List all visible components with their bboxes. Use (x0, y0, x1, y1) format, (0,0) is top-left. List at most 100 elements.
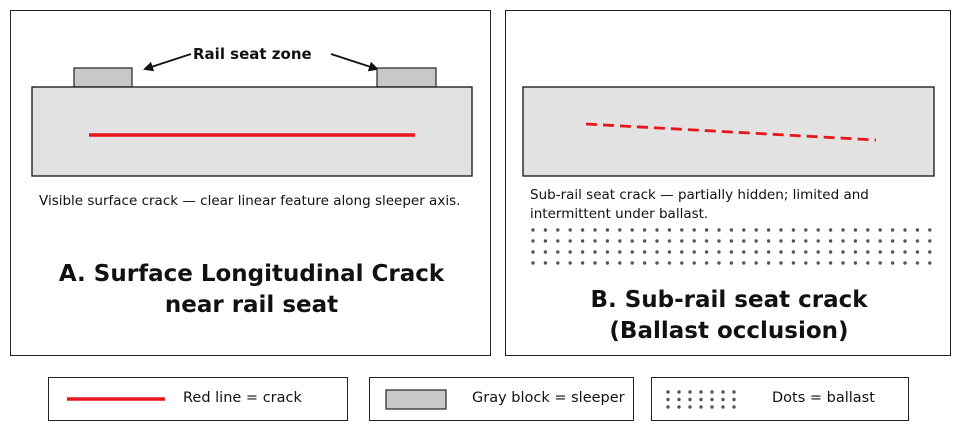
ballast-dot (804, 228, 808, 232)
ballast-dot (688, 405, 692, 409)
ballast-dot (710, 397, 714, 402)
ballast-dot (754, 250, 758, 254)
ballast-dot (655, 228, 659, 232)
ballast-dot (710, 390, 714, 394)
panel-b-title-line1: B. Sub-rail seat crack (590, 287, 868, 313)
ballast-dot (667, 261, 672, 265)
ballast-dot (618, 250, 622, 254)
ballast-dot (928, 261, 932, 265)
ballast-dot (556, 228, 560, 232)
ballast-dot (766, 250, 771, 254)
ballast-dot (667, 228, 672, 232)
ballast-dot (903, 250, 907, 254)
ballast-dot (655, 261, 659, 265)
panel-a-title-line2: near rail seat (164, 292, 339, 318)
ballast-dot (531, 261, 535, 265)
legend-sleeper-label: Gray block = sleeper (472, 390, 625, 406)
ballast-dot (721, 390, 725, 394)
ballast-dot (903, 261, 907, 265)
ballast-dot (779, 261, 783, 265)
ballast-dot (531, 228, 535, 232)
ballast-dot (543, 239, 548, 243)
legend-sleeper-swatch (385, 389, 447, 410)
panel-a-caption: Visible surface crack — clear linear fea… (39, 193, 461, 209)
ballast-dot (556, 261, 560, 265)
ballast-dot (791, 261, 796, 265)
ballast-dot (841, 228, 845, 232)
ballast-dot (543, 228, 548, 232)
ballast-dot (766, 261, 771, 265)
ballast-dot (688, 397, 692, 402)
ballast-dot (680, 261, 684, 265)
ballast-dot (853, 250, 858, 254)
ballast-dot (618, 261, 622, 265)
ballast-dot (717, 261, 721, 265)
ballast-dot (754, 239, 758, 243)
ballast-dot (710, 405, 714, 409)
ballast-dot (766, 228, 771, 232)
ballast-dot (717, 239, 721, 243)
ballast-dot (828, 228, 833, 232)
ballast-dot (642, 228, 647, 232)
ballast-dot (928, 250, 932, 254)
ballast-dot (704, 239, 709, 243)
sub-rail-crack-diagram (522, 86, 935, 265)
ballast-dot (680, 228, 684, 232)
ballast-dot (903, 228, 907, 232)
ballast-dot (556, 250, 560, 254)
ballast-dot (779, 228, 783, 232)
ballast-dot (866, 228, 870, 232)
panel-surface-crack: Rail seat zone Visible surface crack — c… (10, 10, 491, 356)
ballast-dot (680, 239, 684, 243)
ballast-dot (729, 239, 734, 243)
ballast-dot (903, 239, 907, 243)
ballast-dot (677, 397, 681, 402)
ballast-dot (677, 390, 681, 394)
ballast-dot (580, 228, 585, 232)
ballast-dot (915, 239, 920, 243)
ballast-dot (791, 239, 796, 243)
legend-crack-label: Red line = crack (183, 390, 302, 406)
ballast-dot (779, 250, 783, 254)
ballast-dot (742, 228, 746, 232)
ballast-dot (915, 228, 920, 232)
ballast-dot (618, 228, 622, 232)
ballast-dot (791, 250, 796, 254)
legend-crack-swatch (67, 397, 165, 401)
ballast-dot (593, 228, 597, 232)
ballast-dot (779, 239, 783, 243)
legend-ballast: Dots = ballast (651, 377, 909, 421)
ballast-dot (841, 250, 845, 254)
ballast-dot (742, 261, 746, 265)
legend-ballast-label: Dots = ballast (772, 390, 875, 406)
ballast-dot (804, 250, 808, 254)
panel-sub-rail-crack: Sub-rail seat crack — partially hidden; … (505, 10, 951, 356)
hidden-crack-line (585, 122, 877, 142)
ballast-dot (841, 239, 845, 243)
ballast-dot (890, 239, 895, 243)
ballast-dot (692, 250, 696, 254)
ballast-dot (878, 239, 882, 243)
ballast-dot (667, 239, 672, 243)
ballast-dot (593, 239, 597, 243)
ballast-dot (704, 250, 709, 254)
rail-seat-arrow-left (143, 53, 192, 72)
ballast-dot (568, 250, 572, 254)
ballast-dot (804, 261, 808, 265)
ballast-dot (680, 250, 684, 254)
ballast-dot (630, 239, 634, 243)
ballast-dot (841, 261, 845, 265)
ballast-dot (721, 405, 725, 409)
ballast-dot-field (531, 228, 932, 265)
ballast-dot (692, 239, 696, 243)
ballast-dot (568, 228, 572, 232)
ballast-dot (630, 250, 634, 254)
ballast-dot (853, 239, 858, 243)
ballast-dot (717, 228, 721, 232)
ballast-dot (666, 405, 670, 409)
ballast-dot (828, 250, 833, 254)
ballast-dot (890, 261, 895, 265)
ballast-dot (742, 250, 746, 254)
ballast-dot (543, 261, 548, 265)
ballast-dot (717, 250, 721, 254)
